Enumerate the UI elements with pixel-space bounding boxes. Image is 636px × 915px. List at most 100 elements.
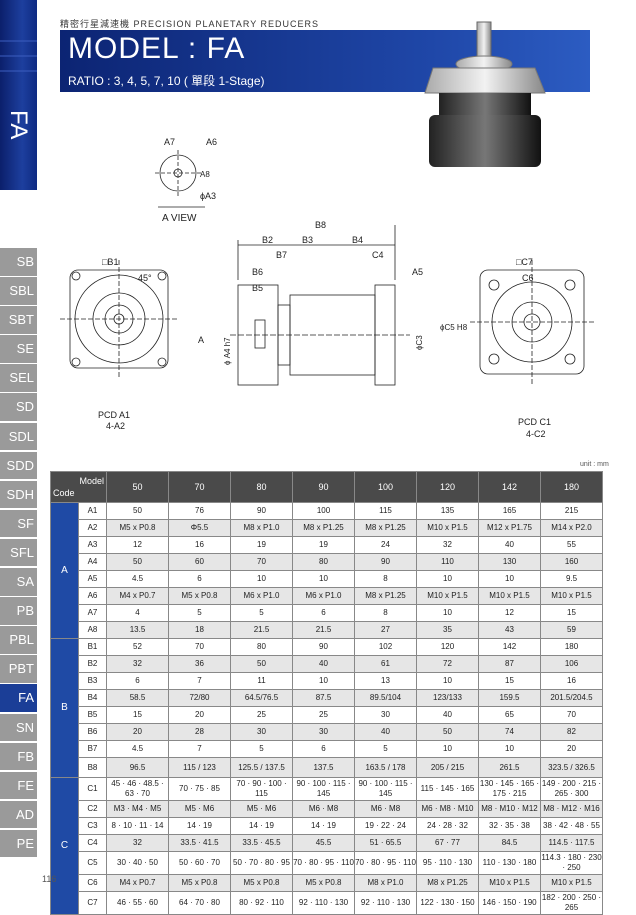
value-cell: 40 — [478, 536, 541, 554]
sidebar-tab-fe[interactable]: FE — [0, 771, 37, 800]
sidebar-tab-sn[interactable]: SN — [0, 713, 37, 741]
value-cell: 64 · 70 · 80 — [168, 891, 231, 915]
sidebar-tab-sa[interactable]: SA — [0, 568, 37, 596]
a-view-drawing: A VIEW A7 A6 A8 ϕA3 — [155, 137, 217, 224]
value-cell: 72 — [416, 655, 479, 673]
code-cell: A7 — [78, 604, 107, 622]
sidebar-tab-ad[interactable]: AD — [0, 800, 37, 829]
value-cell: 123/133 — [416, 689, 479, 707]
value-cell: 215 — [540, 502, 603, 520]
sidebar-tab-sbl[interactable]: SBL — [0, 277, 37, 305]
value-cell: M8 x P1.25 — [354, 519, 417, 537]
value-cell: 10 — [416, 672, 479, 690]
sidebar-tab-fb[interactable]: FB — [0, 742, 37, 771]
value-cell: M10 x P1.5 — [540, 874, 603, 892]
value-cell: 6 — [292, 604, 355, 622]
header-subtitle: 精密行星減速機 PRECISION PLANETARY REDUCERS — [60, 19, 320, 29]
sidebar-tab-pe[interactable]: PE — [0, 829, 37, 858]
sidebar-tab-pbt[interactable]: PBT — [0, 655, 37, 683]
value-cell: 120 — [416, 638, 479, 656]
value-cell: 90 · 100 · 115 · 145 — [292, 777, 355, 801]
sidebar-tab-pbl[interactable]: PBL — [0, 626, 37, 654]
code-cell: C4 — [78, 834, 107, 852]
value-cell: 92 · 110 · 130 — [354, 891, 417, 915]
value-cell: 90 — [354, 553, 417, 571]
model-header: 80 — [230, 471, 293, 503]
value-cell: M4 x P0.7 — [106, 874, 169, 892]
code-cell: A3 — [78, 536, 107, 554]
value-cell: 59 — [540, 621, 603, 639]
svg-text:A6: A6 — [206, 137, 217, 147]
value-cell: 8 — [354, 604, 417, 622]
value-cell: 8 · 10 · 11 · 14 — [106, 817, 169, 835]
value-cell: 5 — [354, 740, 417, 758]
sidebar-tab-pb[interactable]: PB — [0, 597, 37, 625]
sidebar-tab-sdd[interactable]: SDD — [0, 451, 37, 480]
value-cell: 14 · 19 — [230, 817, 293, 835]
value-cell: 10 — [230, 570, 293, 588]
model-header: 180 — [540, 471, 603, 503]
value-cell: 114.3 · 180 · 230 · 250 — [540, 851, 603, 875]
value-cell: 32 — [106, 834, 169, 852]
value-cell: 50 — [230, 655, 293, 673]
value-cell: 159.5 — [478, 689, 541, 707]
value-cell: 70 — [230, 553, 293, 571]
value-cell: 5 — [230, 604, 293, 622]
value-cell: 40 — [292, 655, 355, 673]
value-cell: 50 — [106, 553, 169, 571]
value-cell: 96.5 — [106, 757, 169, 778]
value-cell: 90 — [230, 502, 293, 520]
value-cell: M5 x P0.8 — [106, 519, 169, 537]
svg-text:B7: B7 — [276, 250, 287, 260]
value-cell: 130 — [478, 553, 541, 571]
value-cell: 10 — [292, 672, 355, 690]
value-cell: 87 — [478, 655, 541, 673]
sidebar-tab-sel[interactable]: SEL — [0, 364, 37, 392]
value-cell: 182 · 200 · 250 · 265 — [540, 891, 603, 915]
value-cell: 70 — [540, 706, 603, 724]
value-cell: 20 — [168, 706, 231, 724]
value-cell: M5 x P0.8 — [168, 587, 231, 605]
corner-cell: Model Code — [50, 471, 107, 503]
table-header-row: Model Code 50 70 80 90 100 120 142 180 — [50, 471, 603, 503]
code-cell: C6 — [78, 874, 107, 892]
value-cell: 110 — [416, 553, 479, 571]
value-cell: 58.5 — [106, 689, 169, 707]
code-cell: B3 — [78, 672, 107, 690]
sidebar-tab-sdh[interactable]: SDH — [0, 480, 37, 509]
code-cell: B1 — [78, 638, 107, 656]
sidebar-tab-sf[interactable]: SF — [0, 509, 37, 538]
value-cell: 28 — [168, 723, 231, 741]
value-cell: 21.5 — [230, 621, 293, 639]
sidebar-tab-sb[interactable]: SB — [0, 248, 37, 276]
svg-text:PCD A1: PCD A1 — [98, 410, 130, 420]
code-cell: C5 — [78, 851, 107, 875]
value-cell: 52 — [106, 638, 169, 656]
sidebar-tab-sbt[interactable]: SBT — [0, 306, 37, 334]
value-cell: 70 · 80 · 95 · 110 — [292, 851, 355, 875]
value-cell: 146 · 150 · 190 — [478, 891, 541, 915]
group-cell: A — [50, 502, 79, 639]
sidebar-tab-sfl[interactable]: SFL — [0, 538, 37, 567]
code-cell: C2 — [78, 800, 107, 818]
code-cell: C3 — [78, 817, 107, 835]
sidebar-tab-sdl[interactable]: SDL — [0, 422, 37, 451]
sidebar-tab-sd[interactable]: SD — [0, 393, 37, 421]
value-cell: 180 — [540, 638, 603, 656]
value-cell: 33.5 · 41.5 — [168, 834, 231, 852]
code-cell: B2 — [78, 655, 107, 673]
sidebar-tab-fa[interactable]: FA — [0, 684, 37, 712]
value-cell: 84.5 — [478, 834, 541, 852]
value-cell: 135 — [416, 502, 479, 520]
sidebar-tab-se[interactable]: SE — [0, 335, 37, 363]
value-cell: M6 x P1.0 — [230, 587, 293, 605]
value-cell: 55 — [540, 536, 603, 554]
